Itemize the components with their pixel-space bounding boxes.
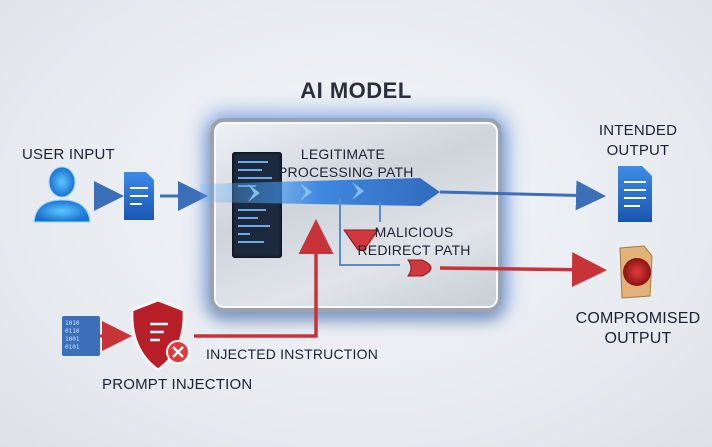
intended-output-document-icon [618,166,652,222]
input-document-icon [124,172,154,220]
binary-data-icon: 1010 0110 1001 0101 [62,316,100,356]
legitimate-path-beam [200,178,440,206]
compromised-output-arrow [439,252,607,288]
malicious-label-line1: MALICIOUS [374,224,454,240]
legit-path-label-line2: PROCESSING PATH [278,164,414,180]
svg-text:1010: 1010 [65,320,80,327]
compromised-output-label-line1: COMPROMISED [575,310,701,327]
branch-line-blue [339,198,400,266]
ai-model-title: AI MODEL [300,78,412,103]
prompt-injection-label: PROMPT INJECTION [102,376,253,393]
svg-text:0110: 0110 [65,328,80,335]
funnel-icon [343,229,379,251]
compromised-document-icon [619,245,653,299]
svg-text:0101: 0101 [65,344,80,351]
injected-instruction-label: INJECTED INSTRUCTION [206,346,378,362]
flow-chevrons [248,182,364,202]
svg-text:1001: 1001 [65,336,80,343]
legit-path-label-line1: LEGITIMATE [300,146,386,162]
injected-instruction-arrow [194,219,334,338]
malicious-label-line2: REDIRECT PATH [357,242,471,258]
intended-output-label-line1: INTENDED [598,122,678,139]
error-x-icon [166,340,190,364]
intended-output-label-line2: OUTPUT [606,142,670,159]
intended-output-arrow [439,180,606,211]
logic-gate-icon [407,259,432,277]
user-input-label: USER INPUT [22,146,115,163]
compromised-output-label-line2: OUTPUT [604,330,672,347]
user-silhouette-icon [33,166,91,223]
